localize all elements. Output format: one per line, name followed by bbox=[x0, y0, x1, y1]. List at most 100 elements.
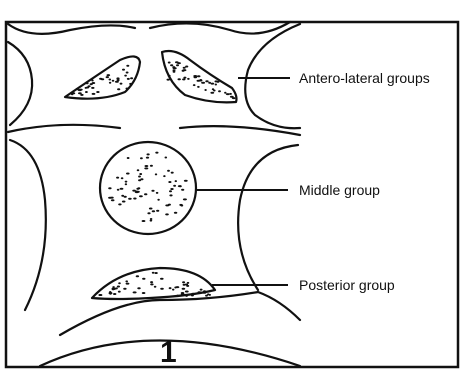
stipple-dot bbox=[115, 81, 119, 83]
stipple-dot bbox=[145, 165, 149, 167]
stipple-dot bbox=[184, 180, 188, 182]
stipple-dot bbox=[144, 167, 148, 169]
stipple-dot bbox=[120, 83, 123, 85]
stipple-dot bbox=[168, 181, 171, 183]
stipple-dot bbox=[182, 78, 185, 80]
stipple-dot bbox=[175, 180, 177, 182]
stipple-dot bbox=[171, 172, 174, 174]
stipple-dot bbox=[200, 289, 203, 291]
stipple-dot bbox=[217, 81, 220, 83]
stipple-dot bbox=[218, 90, 221, 92]
stipple-dot bbox=[127, 78, 130, 80]
stipple-dot bbox=[98, 294, 102, 296]
stipple-dot bbox=[91, 87, 94, 89]
stipple-dot bbox=[204, 89, 206, 91]
stipple-dot bbox=[90, 83, 93, 85]
stipple-dot bbox=[155, 173, 157, 175]
stipple-dot bbox=[208, 82, 211, 84]
stipple-dot bbox=[181, 293, 185, 295]
stipple-dot bbox=[165, 157, 168, 159]
stipple-dot bbox=[213, 90, 216, 92]
stipple-dot bbox=[127, 157, 130, 159]
right-waist-curve bbox=[238, 145, 298, 290]
stipple-dot bbox=[197, 86, 200, 88]
stipple-dot bbox=[144, 193, 147, 195]
upper-middle-divider bbox=[8, 125, 120, 132]
stipple-dot bbox=[211, 83, 215, 85]
stipple-dot bbox=[111, 199, 115, 201]
stipple-dot bbox=[117, 88, 120, 90]
stipple-dot bbox=[129, 83, 132, 85]
stipple-dot bbox=[124, 196, 127, 198]
stipple-dot bbox=[198, 291, 201, 293]
stipple-dot bbox=[187, 282, 190, 284]
stipple-dot bbox=[183, 284, 186, 286]
stipple-dot bbox=[160, 288, 164, 290]
stipple-dot bbox=[142, 292, 146, 294]
stipple-dot bbox=[224, 92, 226, 94]
stipple-dot bbox=[175, 61, 179, 63]
stipple-dot bbox=[169, 190, 172, 192]
stipple-dot bbox=[112, 288, 115, 290]
stipple-dot bbox=[226, 93, 230, 95]
stipple-dot bbox=[156, 192, 159, 194]
stipple-dot bbox=[88, 85, 91, 87]
stipple-dot bbox=[173, 185, 176, 187]
stipple-dot bbox=[163, 175, 165, 177]
stipple-dot bbox=[160, 278, 164, 280]
stipple-dot bbox=[203, 290, 206, 292]
stipple-dot bbox=[150, 220, 153, 222]
stipple-dot bbox=[125, 183, 127, 185]
stipple-dot bbox=[140, 157, 143, 159]
left-waist-curve bbox=[10, 140, 46, 310]
stipple-dot bbox=[180, 205, 183, 207]
stipple-dot bbox=[71, 93, 74, 95]
stipple-dot bbox=[128, 198, 132, 200]
stipple-dot bbox=[169, 194, 172, 196]
stipple-dot bbox=[207, 293, 209, 295]
stipple-dot bbox=[176, 64, 179, 66]
stipple-dot bbox=[201, 82, 205, 84]
stipple-dot bbox=[138, 179, 141, 181]
stipple-dot bbox=[191, 293, 195, 295]
stipple-dot bbox=[107, 74, 111, 76]
stipple-dot bbox=[137, 169, 140, 171]
stipple-dot bbox=[138, 176, 141, 178]
stipple-dot bbox=[197, 75, 201, 77]
stipple-dot bbox=[106, 76, 109, 78]
stipple-dot bbox=[109, 82, 111, 84]
stipple-dot bbox=[174, 287, 176, 289]
stipple-dot bbox=[136, 191, 140, 193]
stipple-dot bbox=[150, 283, 153, 285]
stipple-dot bbox=[117, 189, 120, 191]
stipple-dot bbox=[124, 75, 127, 77]
stipple-dot bbox=[181, 189, 184, 191]
stipple-dot bbox=[174, 212, 177, 214]
stipple-dot bbox=[173, 71, 176, 73]
stipple-dot bbox=[125, 280, 128, 282]
stipple-dot bbox=[170, 188, 173, 190]
stipple-dot bbox=[194, 76, 198, 78]
stipple-dot bbox=[79, 89, 83, 91]
stipple-dot bbox=[142, 220, 146, 222]
stipple-dot bbox=[86, 82, 89, 84]
stipple-dot bbox=[205, 80, 208, 82]
stipple-dot bbox=[215, 84, 217, 86]
stipple-dot bbox=[126, 72, 129, 74]
stipple-dot bbox=[150, 281, 153, 283]
stipple-dot bbox=[123, 288, 126, 290]
stipple-dot bbox=[147, 212, 150, 214]
middle-group-nucleus bbox=[100, 142, 196, 234]
stipple-dot bbox=[182, 288, 186, 290]
stipple-dot bbox=[85, 87, 87, 89]
stipple-dot bbox=[147, 153, 150, 155]
stipple-dot bbox=[154, 272, 157, 274]
stipple-dot bbox=[178, 78, 181, 80]
stipple-dot bbox=[133, 291, 137, 293]
stippling-dots bbox=[70, 61, 235, 297]
stipple-dot bbox=[183, 198, 187, 200]
stipple-dot bbox=[132, 190, 136, 192]
stipple-dot bbox=[118, 282, 121, 284]
stipple-dot bbox=[112, 286, 115, 288]
